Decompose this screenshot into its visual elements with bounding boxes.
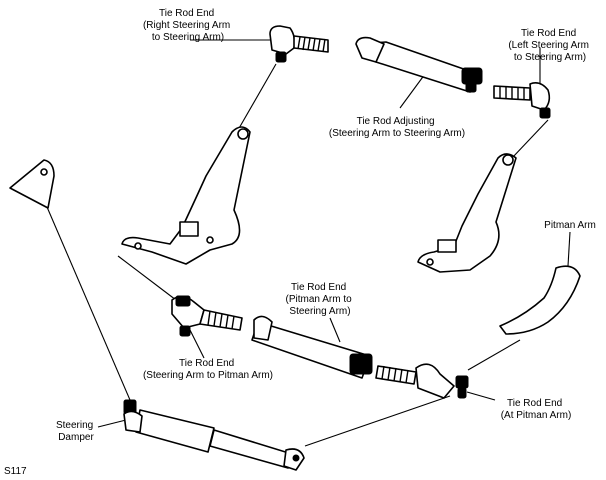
steering-damper-bracket-part [9, 159, 55, 209]
label-steering-damper: Steering Damper [56, 420, 96, 443]
label-tie-rod-adjusting: Tie Rod Adjusting (Steering Arm to Steer… [329, 116, 465, 139]
tie-rod-end-right-part [269, 25, 329, 63]
tie-rod-tube-part [251, 315, 373, 379]
label-tie-rod-end-right: Tie Rod End (Right Steering Arm to Steer… [143, 8, 233, 43]
figure-code: S117 [4, 466, 27, 477]
label-tie-rod-end-pitman-to-steering: Tie Rod End (Pitman Arm to Steering Arm) [286, 282, 355, 317]
tie-rod-end-steering-to-pitman-part [171, 295, 243, 337]
pitman-arm-part [499, 265, 581, 335]
label-tie-rod-end-left: Tie Rod End (Left Steering Arm to Steeri… [508, 28, 591, 63]
tie-rod-adjusting-part [355, 36, 483, 93]
label-pitman-arm: Pitman Arm [544, 220, 596, 231]
left-steering-arm-part [417, 153, 517, 273]
label-tie-rod-end-steering-to-pitman: Tie Rod End (Steering Arm to Pitman Arm) [143, 358, 273, 381]
right-steering-arm-part [121, 126, 251, 265]
steering-damper-part [123, 399, 305, 471]
tie-rod-end-left-part [493, 82, 551, 119]
leader-lines [43, 39, 571, 447]
tie-rod-end-at-pitman-part [375, 363, 469, 399]
label-tie-rod-end-at-pitman: Tie Rod End (At Pitman Arm) [501, 398, 572, 421]
